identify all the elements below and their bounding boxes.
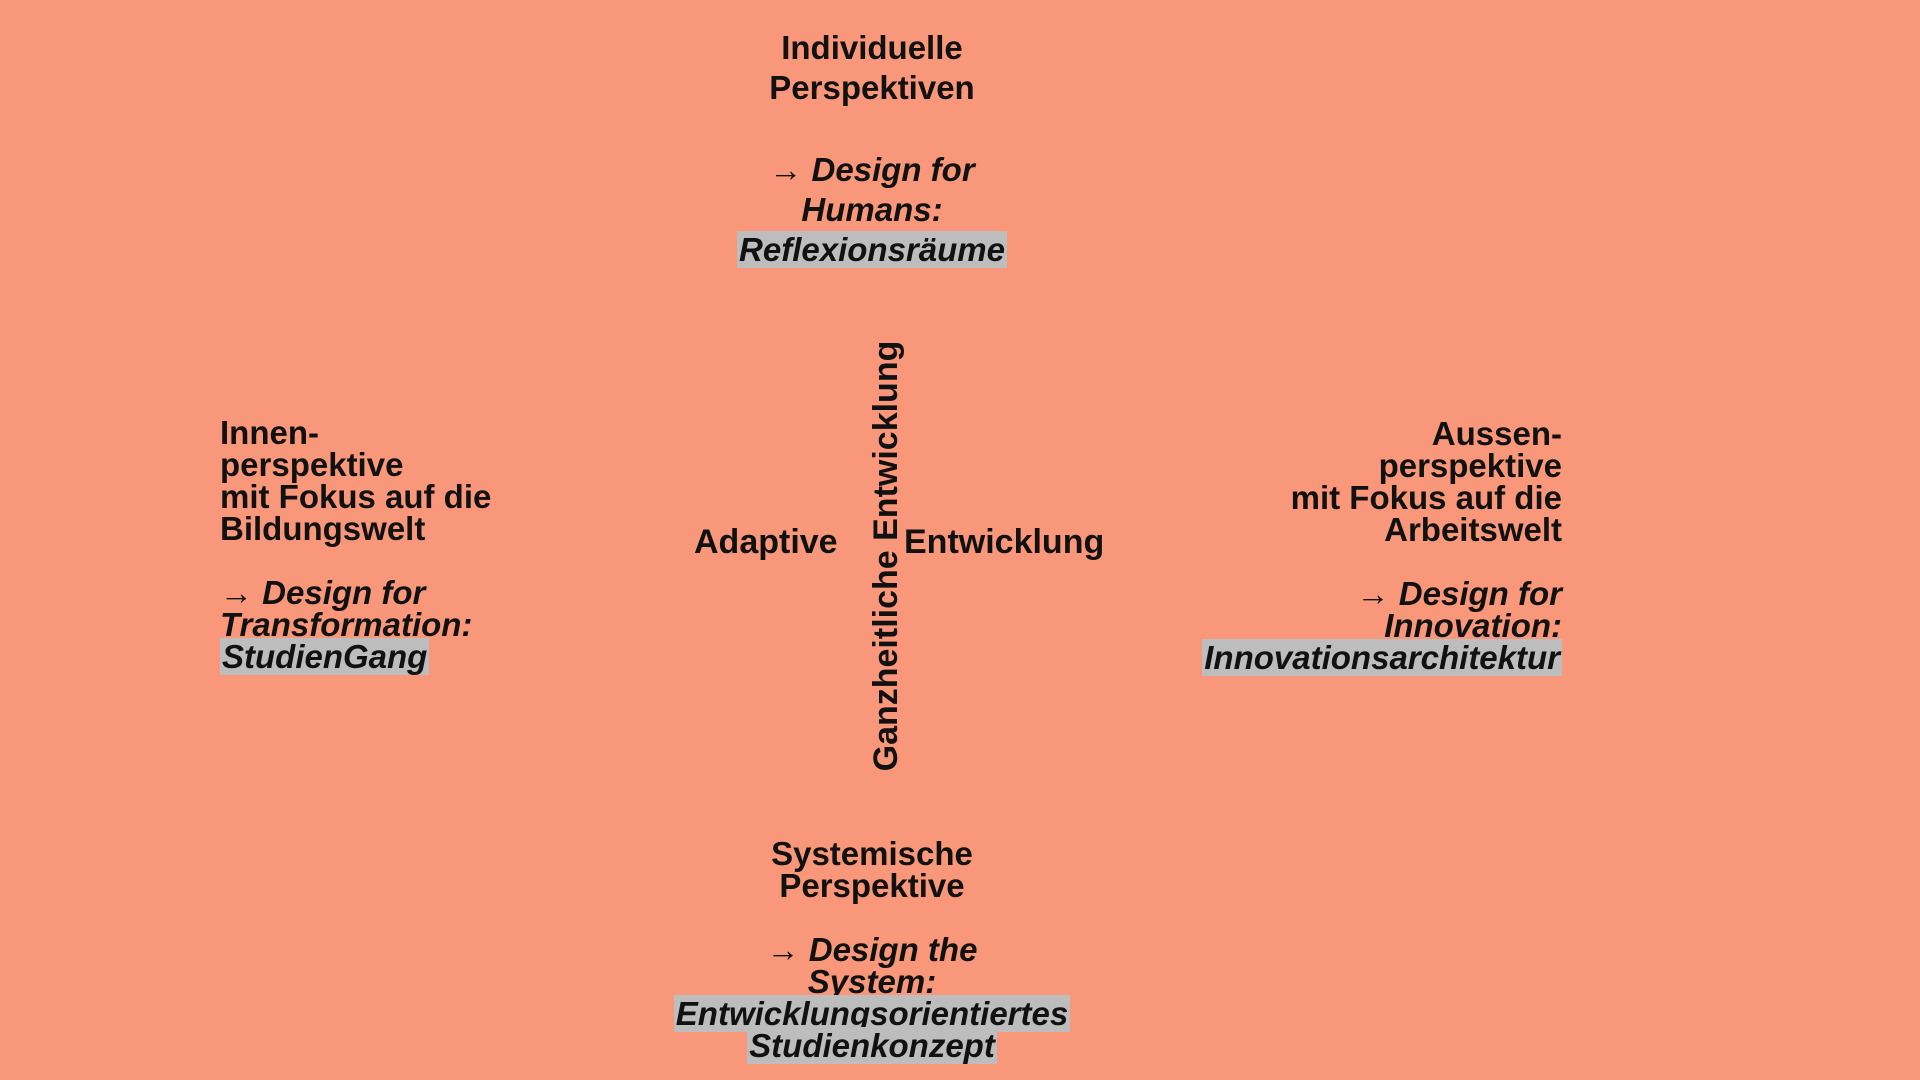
left-design-line-2: Transformation: <box>220 606 473 643</box>
top-highlight: Reflexionsräume <box>737 231 1007 268</box>
right-heading-line-3: mit Fokus auf die <box>1290 479 1562 516</box>
left-design-line-1: → Design for <box>220 574 426 611</box>
left-heading-line-1: Innen- <box>220 414 319 451</box>
left-heading-line-3: mit Fokus auf die <box>220 478 492 515</box>
top-heading-line-1: Individuelle <box>781 29 963 66</box>
left-highlight: StudienGang <box>220 638 430 675</box>
right-design-line-1: → Design for <box>1356 575 1562 612</box>
right-heading-line-4: Arbeitswelt <box>1384 511 1562 548</box>
right-highlight: Innovationsarchitektur <box>1202 639 1562 676</box>
axis-label-vertical: Ganzheitliche Entwicklung <box>867 340 905 772</box>
right-heading-line-1: Aussen- <box>1431 415 1562 452</box>
top-design-line-1: → Design for <box>769 151 975 188</box>
left-heading-line-2: perspektive <box>220 446 404 483</box>
bottom-highlight-line-1: Entwicklungsorientiertes <box>673 995 1071 1032</box>
right-heading-line-2: perspektive <box>1378 447 1562 484</box>
right-design-line-2: Innovation: <box>1384 607 1562 644</box>
bottom-design-line-1: → Design the <box>766 931 978 968</box>
right-perspective-block: Aussen- perspektive mit Fokus auf die Ar… <box>1162 415 1562 676</box>
bottom-heading-line-2: Perspektive <box>779 867 965 904</box>
top-design-line-2: Humans: <box>801 191 943 228</box>
bottom-heading-line-1: Systemische <box>771 835 973 872</box>
top-perspective-block: Individuelle Perspektiven → Design for H… <box>672 28 1072 270</box>
axis-label-entwicklung: Entwicklung <box>904 523 1105 561</box>
left-heading-line-4: Bildungswelt <box>220 510 426 547</box>
top-heading-line-2: Perspektiven <box>769 69 975 106</box>
bottom-highlight-line-2: Studienkonzept <box>747 1027 997 1064</box>
bottom-design-line-2: System: <box>807 963 937 1000</box>
bottom-perspective-block: Systemische Perspektive → Design the Sys… <box>622 835 1122 1064</box>
axis-label-adaptive: Adaptive <box>694 523 838 561</box>
left-perspective-block: Innen- perspektive mit Fokus auf die Bil… <box>220 414 640 675</box>
